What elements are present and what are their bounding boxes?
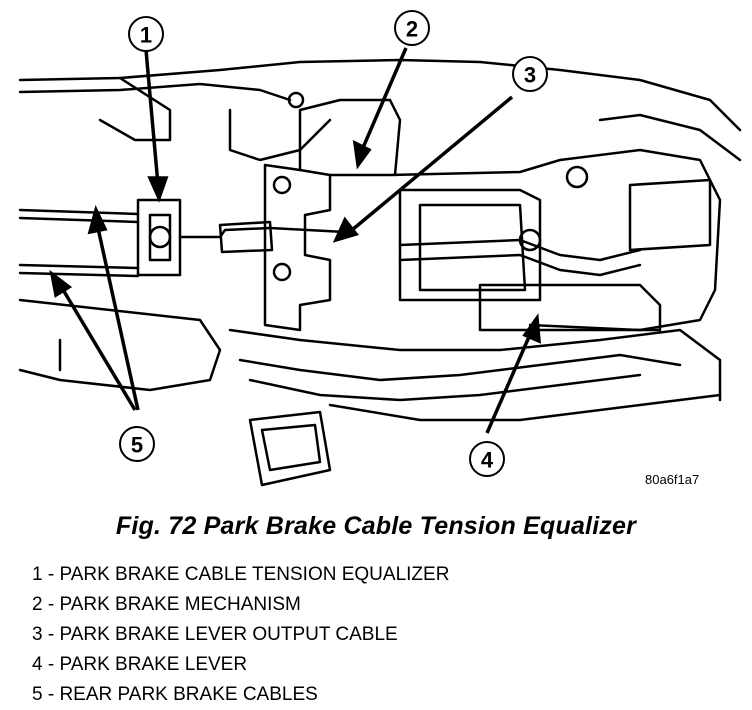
callout-circle-3 bbox=[512, 56, 548, 92]
legend-item: 1 - PARK BRAKE CABLE TENSION EQUALIZER bbox=[32, 564, 450, 585]
legend-item: 3 - PARK BRAKE LEVER OUTPUT CABLE bbox=[32, 624, 398, 645]
wiring-connector bbox=[248, 410, 332, 487]
park-brake-mechanism-housing bbox=[263, 163, 332, 332]
callout-4: 4 bbox=[481, 448, 494, 473]
callout-3: 3 bbox=[524, 63, 536, 88]
legend-list: 1 - PARK BRAKE CABLE TENSION EQUALIZER 2… bbox=[32, 560, 449, 710]
park-brake-lever bbox=[398, 238, 642, 262]
callout-circle-4 bbox=[469, 441, 505, 477]
legend-item: 5 - REAR PARK BRAKE CABLES bbox=[32, 684, 318, 705]
lever-output-cable bbox=[178, 226, 347, 239]
callout-circle-5 bbox=[119, 426, 155, 462]
floor-pan-upper bbox=[18, 58, 742, 132]
brake-equalizer-illustration: 1 2 3 4 5 bbox=[18, 10, 742, 487]
callout-5: 5 bbox=[131, 433, 143, 458]
tension-equalizer-body bbox=[136, 198, 182, 277]
figure-caption: Fig. 72 Park Brake Cable Tension Equaliz… bbox=[115, 512, 637, 540]
callout-2: 2 bbox=[406, 17, 418, 42]
legend-item: 4 - PARK BRAKE LEVER bbox=[32, 654, 248, 675]
rear-cable-lower bbox=[18, 263, 140, 270]
callout-circle-1 bbox=[128, 16, 164, 52]
rear-cable-upper bbox=[18, 208, 140, 216]
callout-1: 1 bbox=[140, 23, 152, 48]
callout-circle-2 bbox=[394, 10, 430, 46]
legend-item: 2 - PARK BRAKE MECHANISM bbox=[32, 594, 301, 615]
image-code: 80a6f1a7 bbox=[645, 472, 700, 487]
